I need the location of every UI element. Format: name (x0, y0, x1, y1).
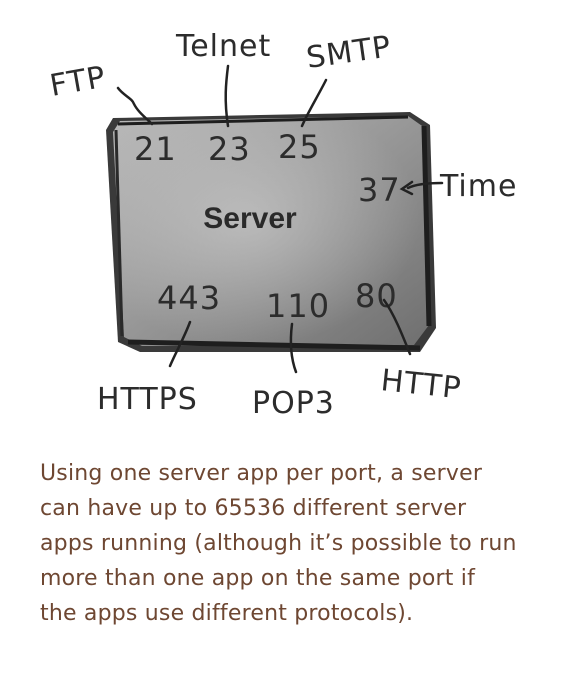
port-443-number: 443 (157, 279, 221, 317)
caption-line-3: apps running (although it’s possible to … (40, 531, 517, 556)
caption-note: Using one server app per port, a server … (40, 456, 570, 631)
http-label: HTTP (379, 363, 463, 406)
time-leader (399, 180, 444, 196)
caption-line-2: can have up to 65536 different server (40, 496, 467, 521)
time-label: Time (439, 169, 517, 204)
port-23-number: 23 (208, 130, 251, 168)
port-37-number: 37 (358, 171, 401, 209)
caption-line-1: Using one server app per port, a server (40, 461, 483, 486)
port-21-number: 21 (134, 130, 177, 168)
server-port-diagram: Server 21 23 25 37 443 110 80 FTP Telnet… (47, 29, 517, 421)
telnet-label: Telnet (175, 29, 271, 64)
caption-line-4: more than one app on the same port if (40, 566, 476, 591)
https-leader (168, 320, 192, 368)
pop3-label: POP3 (252, 386, 335, 421)
ftp-leader (116, 86, 154, 126)
smtp-label: SMTP (304, 29, 393, 76)
caption-line-5: the apps use different protocols). (40, 601, 414, 626)
telnet-leader (224, 64, 230, 128)
port-110-number: 110 (266, 287, 330, 325)
smtp-leader (300, 78, 328, 128)
https-label: HTTPS (97, 382, 198, 417)
server-label: Server (203, 202, 297, 235)
server-box (106, 112, 436, 352)
http-leader (382, 298, 412, 356)
pop3-leader (289, 322, 298, 374)
port-25-number: 25 (278, 128, 321, 166)
ftp-label: FTP (47, 60, 108, 104)
